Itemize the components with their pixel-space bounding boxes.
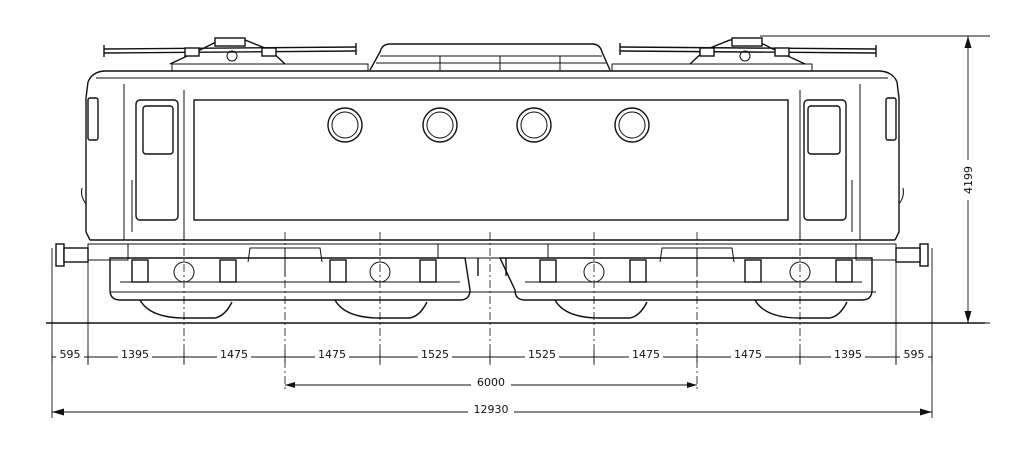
dimension-height: 4199 xyxy=(958,36,978,323)
dim-label-bogie-centres: 6000 xyxy=(477,376,505,389)
extension-lines xyxy=(51,35,990,418)
dimension-row-axles: 595 1395 1475 1475 1525 1525 1475 1475 1… xyxy=(51,346,933,363)
dim-label-1525-a: 1525 xyxy=(421,348,449,361)
dimension-bogie-centres: 6000 xyxy=(285,374,697,389)
dim-label-1475-c: 1475 xyxy=(632,348,660,361)
centre-lines xyxy=(183,232,801,392)
buffers-and-underframe xyxy=(55,243,929,293)
dim-label-1395-left: 1395 xyxy=(121,348,149,361)
dim-label-595-left: 595 xyxy=(60,348,81,361)
bogie-left xyxy=(109,247,471,319)
dimension-overall-length: 12930 xyxy=(52,401,932,416)
bogie-right xyxy=(498,247,873,319)
dim-label-1475-b: 1475 xyxy=(318,348,346,361)
dim-label-height: 4199 xyxy=(962,166,975,194)
dim-label-overall-length: 12930 xyxy=(474,403,509,416)
pantograph-right xyxy=(619,37,877,65)
dim-label-1475-a: 1475 xyxy=(220,348,248,361)
dim-label-1525-b: 1525 xyxy=(528,348,556,361)
dim-label-1475-d: 1475 xyxy=(734,348,762,361)
dim-label-1395-right: 1395 xyxy=(834,348,862,361)
pantograph-left xyxy=(103,37,357,65)
dim-label-595-right: 595 xyxy=(904,348,925,361)
car-body xyxy=(81,70,904,245)
porthole-windows xyxy=(327,107,650,143)
